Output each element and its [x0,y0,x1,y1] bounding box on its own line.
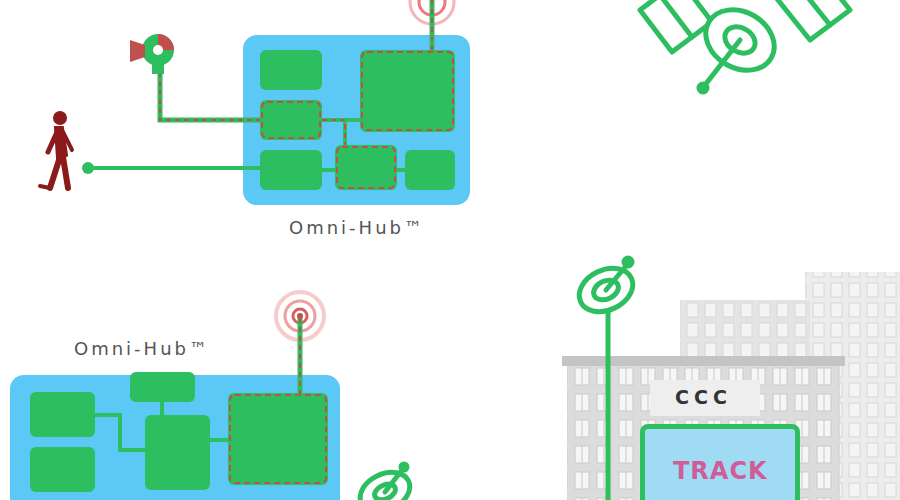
omni-hub-box: Omni-Hub™ [243,35,470,205]
person-figure [40,111,72,188]
omni-hub-board [10,372,340,500]
screen-title: TRACK [673,457,768,485]
dish-antenna [354,464,416,500]
antenna-signal [410,0,454,50]
hub-label: Omni-Hub™ [74,338,210,359]
omni-hub-box: Omni-Hub™ [10,375,340,500]
satellite [640,0,850,92]
omni-hub-board [243,35,470,205]
building-sign: CCC [675,386,732,408]
person-wire [82,162,260,174]
hub-label: Omni-Hub™ [289,217,425,238]
building: CCC TRACK [567,362,840,500]
monitor-screen: TRACK [640,424,800,500]
camera-sensor [130,34,260,120]
dish-antenna [572,258,640,500]
antenna-signal [276,292,324,395]
